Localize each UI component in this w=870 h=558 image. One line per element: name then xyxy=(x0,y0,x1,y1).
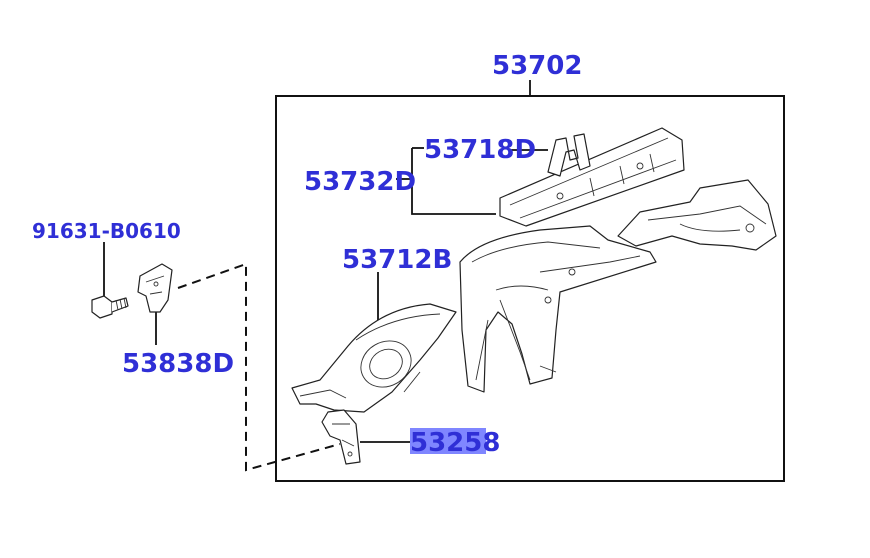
side-bracket-part xyxy=(137,263,173,313)
label-lower-bracket: 53258 xyxy=(410,428,500,458)
bolt-part xyxy=(91,295,129,319)
right-wheelhouse-part xyxy=(617,179,777,251)
center-tower-part xyxy=(459,225,657,393)
label-apron: 53712B xyxy=(342,245,452,275)
apron-part xyxy=(291,303,457,413)
lower-bracket-part xyxy=(321,409,361,465)
label-assembly: 53702 xyxy=(492,51,582,81)
dashed-relocation-line xyxy=(177,262,341,472)
label-side-bracket: 53838D xyxy=(122,349,234,379)
label-upper-member: 53732D xyxy=(304,167,416,197)
upper-member-bracket-part xyxy=(547,133,591,177)
upper-member-bracket-line xyxy=(411,148,496,215)
label-upper-member-bracket: 53718D xyxy=(424,135,536,165)
highlight-53258 xyxy=(410,428,486,454)
upper-member-part xyxy=(499,127,685,227)
label-bolt: 91631-B0610 xyxy=(32,219,181,243)
